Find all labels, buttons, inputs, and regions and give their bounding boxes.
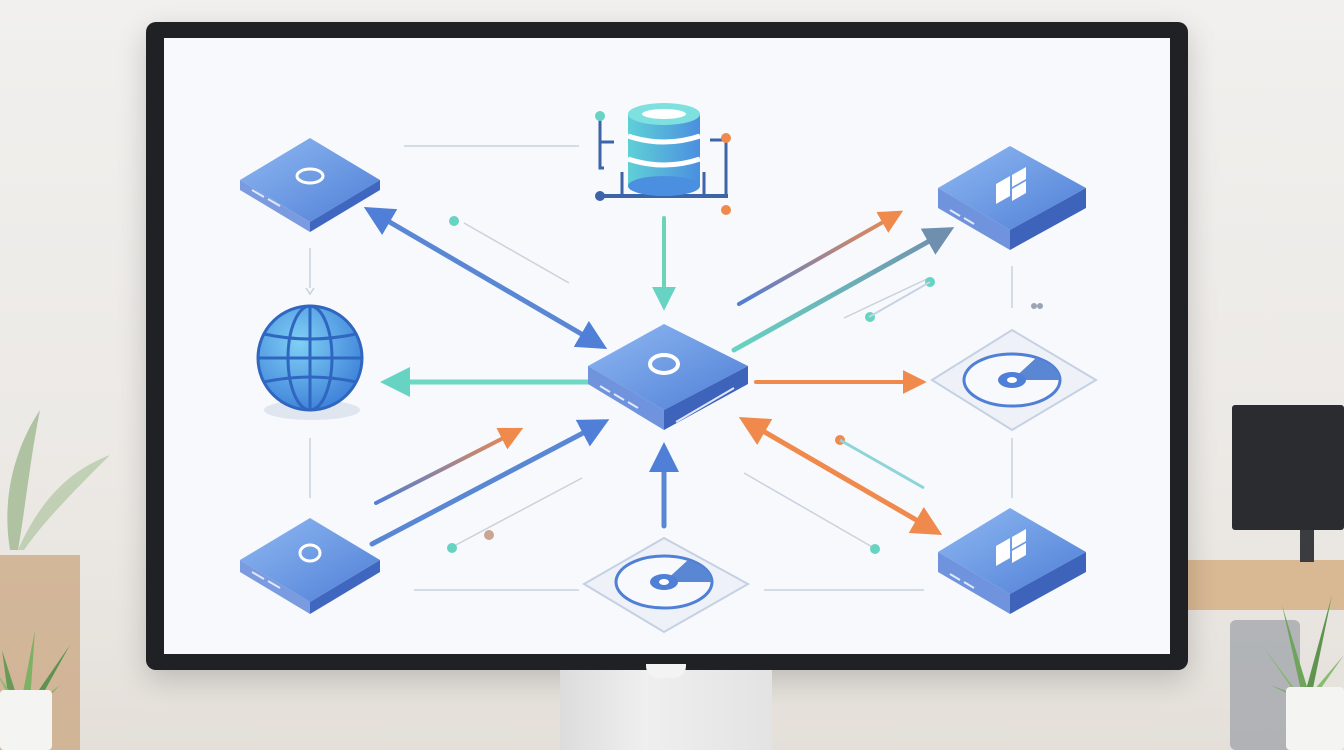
- monitor-screen: [164, 38, 1170, 654]
- monitor-stand: [560, 670, 772, 750]
- arrows: [363, 206, 955, 547]
- disc-right: [930, 328, 1098, 432]
- device-top-left: [240, 138, 380, 232]
- globe-icon: [256, 304, 364, 420]
- database-node: [595, 103, 731, 215]
- arrow-center-to-topleft: [363, 206, 608, 350]
- faint-arrowhead: [305, 287, 315, 296]
- network-diagram: [240, 103, 1098, 634]
- monitor: [146, 22, 1188, 670]
- background-monitor-stand: [1300, 530, 1314, 562]
- monitor-stand-cap: [646, 664, 686, 678]
- arrow-bottomleft-orange: [374, 427, 524, 505]
- windows-server-icon: [996, 167, 1026, 204]
- central-switch: [588, 324, 748, 430]
- arrow-bottomright-center: [738, 416, 943, 536]
- database-icon: [627, 103, 701, 196]
- server-bottom-right: [938, 508, 1086, 614]
- server-top-right: [938, 146, 1086, 250]
- background-monitor: [1232, 405, 1344, 530]
- right-plant: [1262, 595, 1344, 750]
- disc-bottom: [582, 536, 751, 634]
- arrow-bottomleft-to-center: [369, 419, 610, 547]
- arrow-to-server-top-right-orange: [737, 210, 904, 306]
- left-plant: [0, 630, 70, 750]
- arrow-to-server-top-right-steel: [731, 227, 955, 353]
- windows-server-icon: [996, 529, 1026, 566]
- background-desk: [1188, 560, 1344, 610]
- device-bottom-left: [240, 518, 380, 614]
- small-grey-link: [868, 281, 931, 318]
- left-background-leaves: [7, 410, 110, 550]
